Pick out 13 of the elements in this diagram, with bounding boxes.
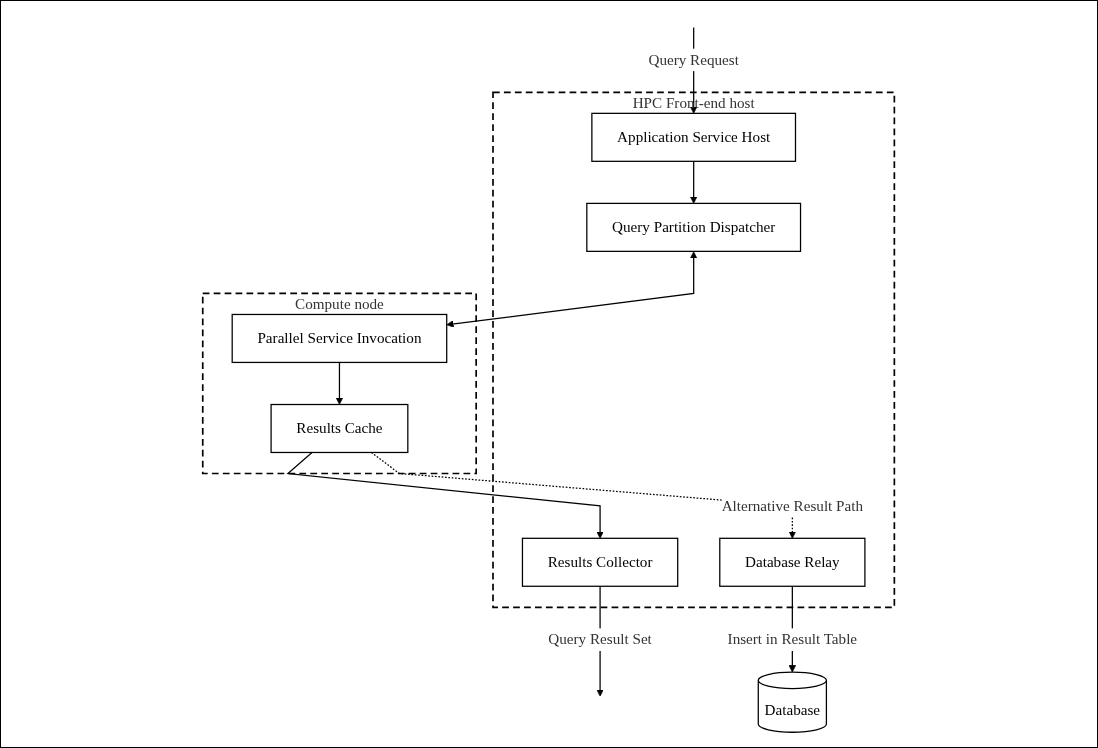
edge-label: Alternative Result Path: [722, 497, 864, 514]
node-box: Results Collector: [522, 537, 679, 587]
edge-label: Query Request: [648, 51, 740, 68]
edge-label: Insert in Result Table: [728, 630, 858, 648]
node-box: Database Relay: [719, 537, 866, 587]
arrow: [690, 160, 698, 204]
node-box: Parallel Service Invocation: [232, 313, 448, 364]
arrow: [336, 361, 344, 405]
arrow: [286, 451, 605, 539]
edge-label: Query Result Set: [548, 630, 653, 648]
node-box: Results Cache: [270, 403, 409, 454]
node-box: Query Partition Dispatcher: [586, 202, 802, 252]
node-box: Application Service Host: [591, 112, 797, 162]
